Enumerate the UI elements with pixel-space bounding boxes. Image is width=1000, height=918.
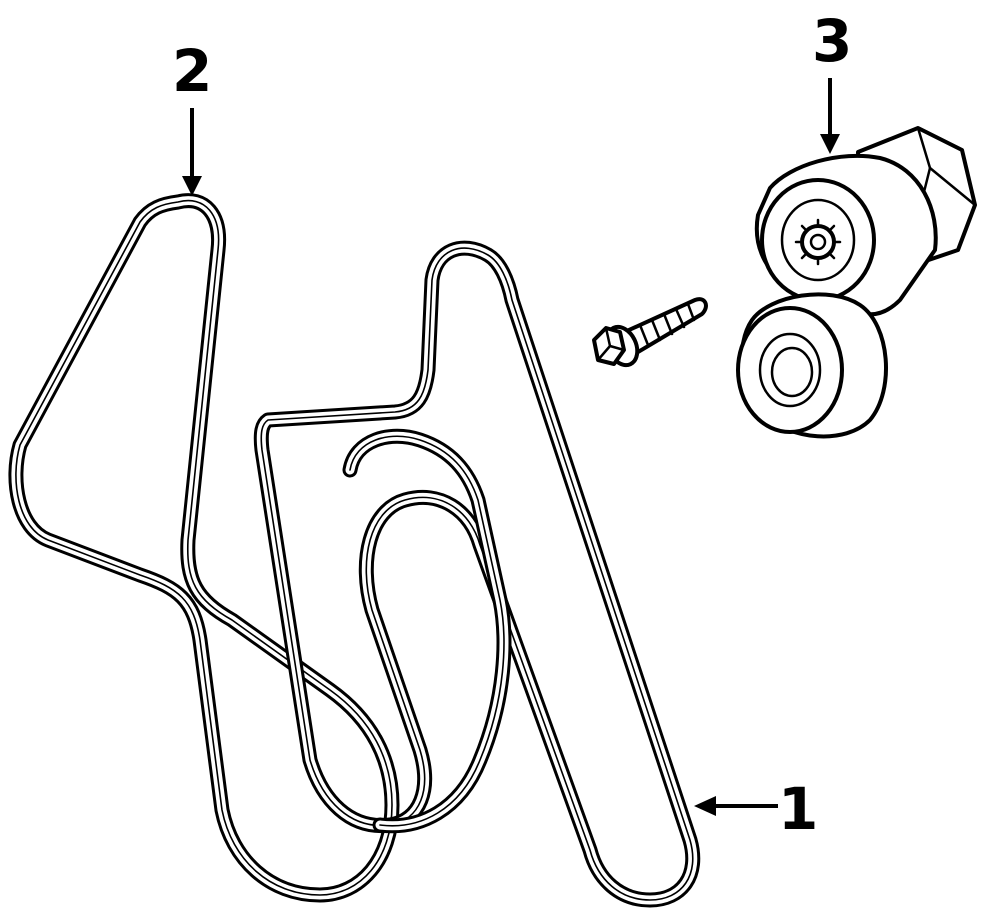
idler-pulley-face bbox=[736, 306, 844, 434]
tensioner-assembly bbox=[736, 126, 977, 439]
mounting-bolt bbox=[592, 297, 708, 368]
callout-3-leader bbox=[820, 78, 840, 154]
belt-2-drive-belt bbox=[8, 193, 400, 903]
callout-number-1: 1 bbox=[778, 775, 819, 843]
bolt-shank bbox=[616, 297, 708, 360]
callout-2-leader bbox=[182, 108, 202, 196]
belt-1-serpentine-belt bbox=[253, 240, 701, 908]
callout-1-leader bbox=[694, 796, 778, 816]
callout-number-2: 2 bbox=[172, 37, 213, 105]
callout-number-3: 3 bbox=[812, 7, 853, 75]
